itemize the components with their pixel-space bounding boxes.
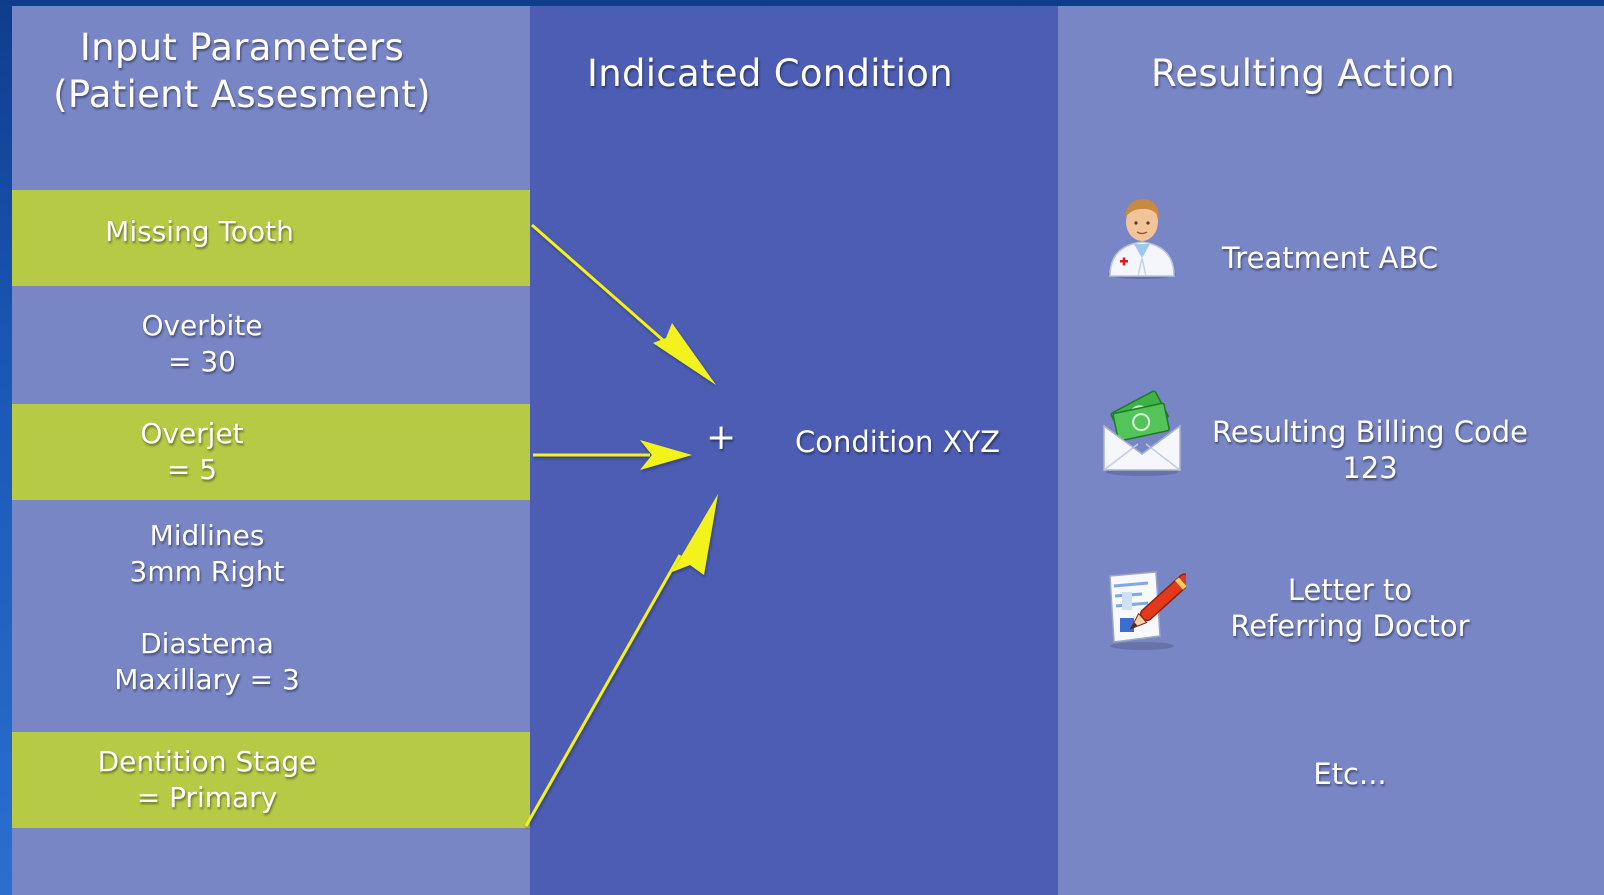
parameter-value: = Primary [136, 781, 278, 814]
parameter-label: Overjet [140, 417, 244, 450]
parameter-dentition-stage: Dentition Stage = Primary [12, 732, 530, 828]
parameter-value: = 30 [168, 345, 236, 378]
parameter-midlines: Midlines 3mm Right [12, 518, 530, 590]
parameter-value: Maxillary = 3 [114, 663, 300, 696]
letter-pen-icon [1102, 562, 1192, 654]
action-label: Referring Doctor [1230, 609, 1470, 643]
parameter-label: Dentition Stage [97, 745, 317, 778]
parameter-overjet: Overjet = 5 [12, 404, 530, 500]
action-etc: Etc... [1313, 757, 1387, 791]
parameter-diastema: Diastema Maxillary = 3 [12, 626, 530, 698]
condition-label: Condition XYZ [795, 425, 1001, 459]
action-value: 123 [1342, 451, 1398, 485]
input-parameters-title: Input Parameters [79, 26, 405, 69]
parameter-value: = 5 [166, 453, 218, 486]
indicated-condition-header: Indicated Condition [587, 52, 953, 95]
doctor-icon [1102, 188, 1186, 280]
parameter-value: 3mm Right [129, 555, 285, 588]
parameter-overbite: Overbite = 30 [12, 308, 530, 380]
parameter-label: Missing Tooth [105, 215, 294, 248]
input-parameters-subtitle: (Patient Assesment) [53, 73, 431, 116]
parameter-missing-tooth: Missing Tooth [12, 190, 530, 286]
parameter-label: Diastema [140, 627, 274, 660]
action-label: Letter to [1287, 573, 1413, 607]
action-label: Resulting Billing Code [1211, 415, 1529, 449]
input-parameters-header: Input Parameters (Patient Assesment) [12, 24, 472, 118]
combine-operator: + [706, 417, 737, 458]
resulting-action-header: Resulting Action [1151, 52, 1455, 95]
input-parameters-column: Input Parameters (Patient Assesment) Mis… [12, 6, 530, 895]
action-letter: Letter to Referring Doctor [1190, 572, 1510, 644]
action-label: Treatment ABC [1221, 241, 1439, 275]
billing-envelope-icon [1100, 386, 1184, 478]
action-treatment: Treatment ABC [1190, 240, 1470, 276]
action-billing-code: Resulting Billing Code 123 [1190, 414, 1550, 486]
parameter-label: Midlines [149, 519, 265, 552]
parameter-label: Overbite [141, 309, 263, 342]
